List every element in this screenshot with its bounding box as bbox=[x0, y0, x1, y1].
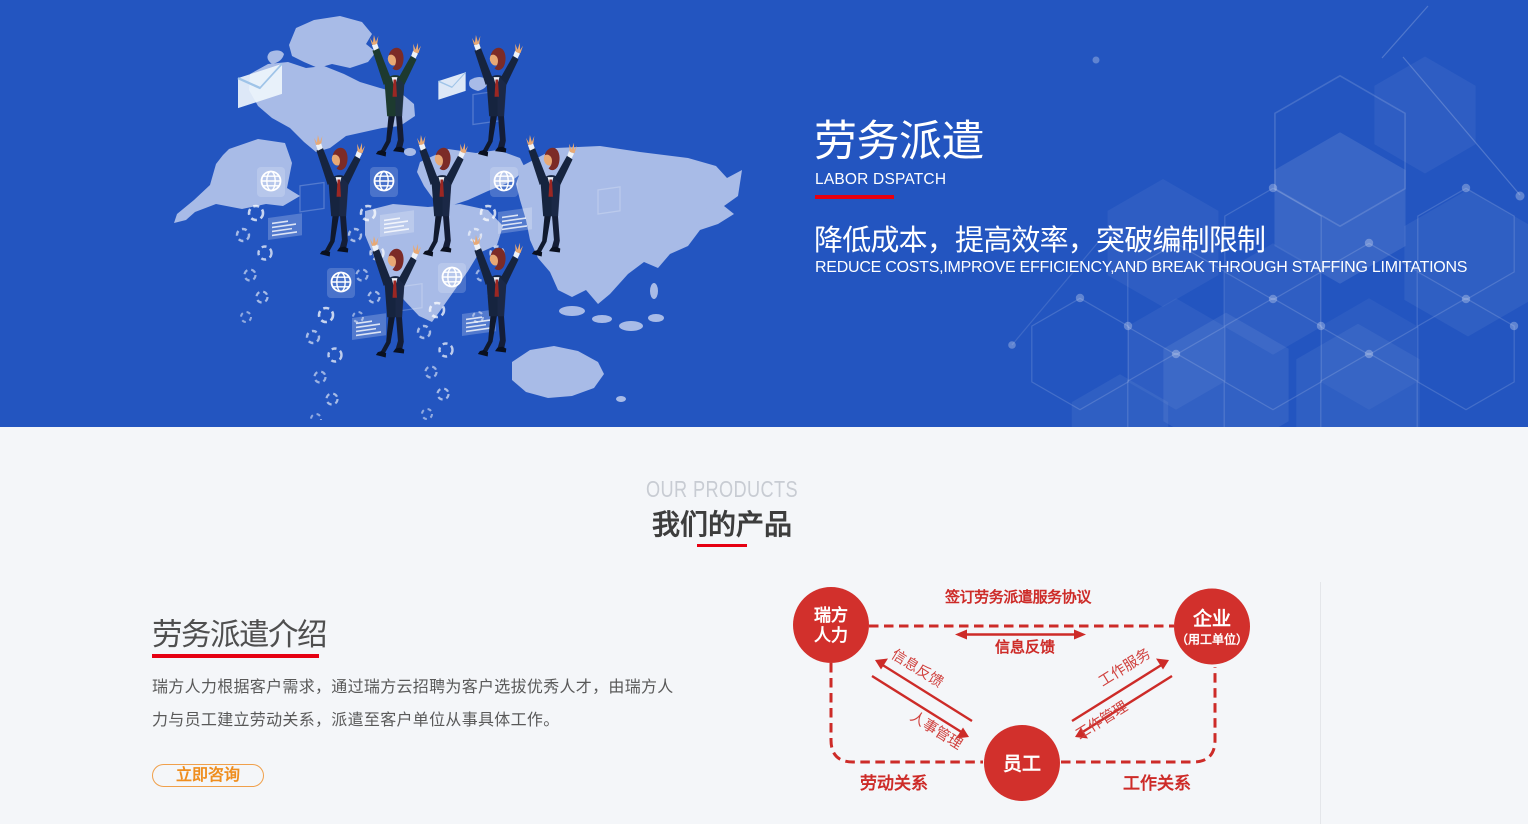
svg-text:（用工单位）: （用工单位） bbox=[1176, 632, 1248, 647]
svg-text:人力: 人力 bbox=[814, 625, 848, 645]
svg-text:企业: 企业 bbox=[1192, 607, 1231, 630]
svg-text:员工: 员工 bbox=[1003, 753, 1041, 775]
svg-text:工作关系: 工作关系 bbox=[1123, 773, 1191, 793]
svg-text:工作服务: 工作服务 bbox=[1096, 645, 1154, 690]
svg-text:瑞方: 瑞方 bbox=[814, 605, 848, 625]
svg-text:信息反馈: 信息反馈 bbox=[888, 646, 946, 691]
svg-text:信息反馈: 信息反馈 bbox=[995, 638, 1055, 656]
svg-text:劳动关系: 劳动关系 bbox=[860, 773, 928, 793]
svg-text:工作管理: 工作管理 bbox=[1073, 698, 1132, 743]
svg-text:人事管理: 人事管理 bbox=[907, 708, 966, 753]
svg-text:签订劳务派遣服务协议: 签订劳务派遣服务协议 bbox=[944, 588, 1092, 606]
